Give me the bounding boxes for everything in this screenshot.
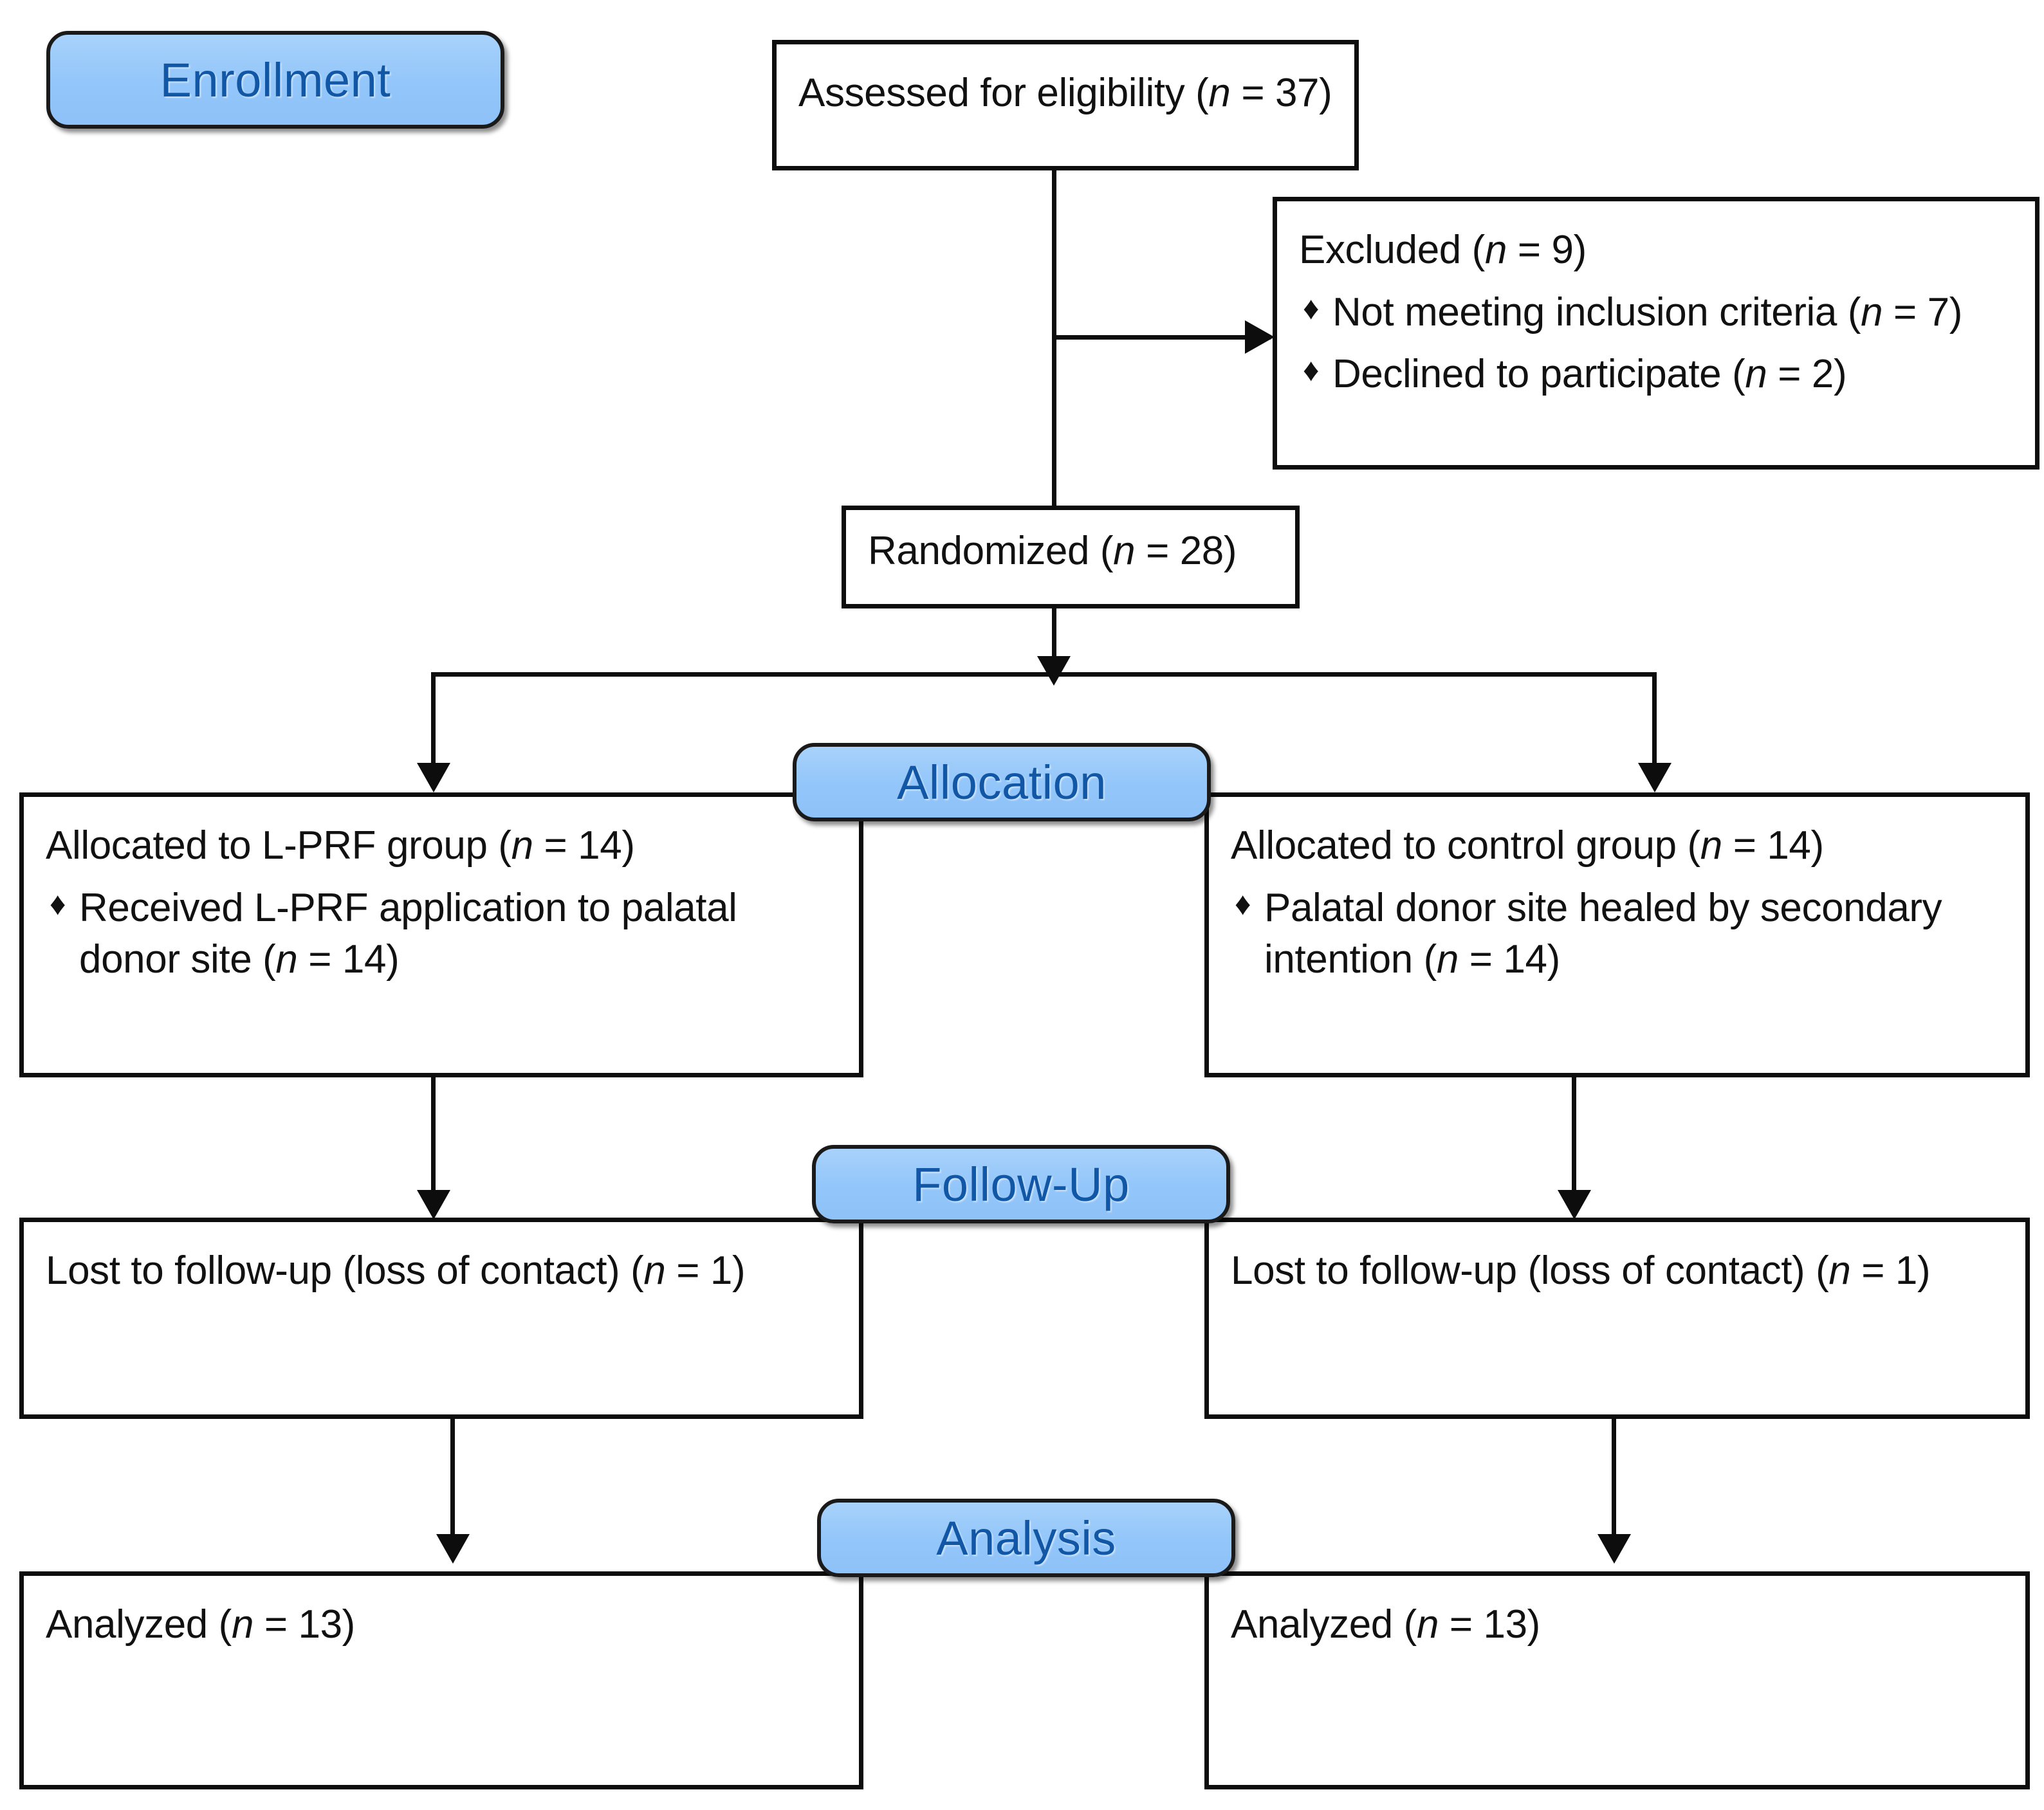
alloc-left-bullet-n-symbol: n [275,937,298,982]
box-randomized-body: Randomized (n = 28) [846,510,1295,578]
diamond-bullet-icon: ♦ [1235,885,1251,922]
analyzed-right-n-value: = 13) [1439,1602,1540,1647]
followup-right-n-value: = 1) [1850,1248,1931,1293]
excluded-heading: Excluded (n = 9) [1299,228,1587,272]
arrowhead-to-alloc-left [417,763,450,792]
excluded-n-value: = 9) [1507,228,1587,272]
analyzed-left-n-value: = 13) [253,1602,355,1647]
connector-followup-right-to-analysis [1612,1419,1616,1538]
analyzed-right-n-symbol: n [1416,1602,1439,1647]
arrowhead-to-excluded [1245,320,1275,354]
alloc-right-heading: Allocated to control group (n = 14) [1231,823,1824,868]
arrowhead-to-followup-right [1558,1190,1591,1220]
connector-split-right-arm [1652,672,1657,765]
connector-assessed-to-excluded [1052,335,1271,340]
alloc-right-bullet-n-symbol: n [1436,937,1459,982]
box-allocated-control-body: Allocated to control group (n = 14) ♦ Pa… [1209,797,2025,986]
alloc-right-bullet-text: Palatal donor site healed by secondary i… [1264,885,1942,982]
arrowhead-to-analyzed-right [1597,1534,1631,1564]
alloc-right-bullet-secondary-intention: ♦ Palatal donor site healed by secondary… [1231,882,1987,986]
arrowhead-to-analyzed-left [436,1534,470,1564]
alloc-right-n-symbol: n [1700,823,1722,868]
followup-right-n-symbol: n [1828,1248,1851,1293]
split-bar-allocation [431,672,1657,677]
box-allocated-lprf: Allocated to L-PRF group (n = 14) ♦ Rece… [19,792,863,1077]
diamond-bullet-icon: ♦ [1303,352,1320,389]
box-allocated-control: Allocated to control group (n = 14) ♦ Pa… [1204,792,2030,1077]
box-lost-left-body: Lost to follow-up (loss of contact) (n =… [24,1222,859,1297]
box-excluded-body: Excluded (n = 9) ♦ Not meeting inclusion… [1277,201,2035,401]
box-analyzed-left-body: Analyzed (n = 13) [24,1576,859,1651]
assessed-text: Assessed for eligibility (n = 37) [798,71,1332,115]
excluded-bullet-not-meeting-criteria: ♦ Not meeting inclusion criteria (n = 7) [1299,287,2016,339]
box-analyzed-left: Analyzed (n = 13) [19,1571,863,1789]
connector-split-left-arm [431,672,436,765]
followup-right-text: Lost to follow-up (loss of contact) (n =… [1231,1248,1931,1293]
arrowhead-randomized-split [1037,656,1071,686]
arrowhead-to-followup-left [417,1190,450,1220]
alloc-left-bullet-received-lprf: ♦ Received L-PRF application to palatal … [46,882,820,986]
alloc-left-heading: Allocated to L-PRF group (n = 14) [46,823,635,868]
diamond-bullet-icon: ♦ [1303,289,1320,326]
box-analyzed-right-body: Analyzed (n = 13) [1209,1576,2025,1651]
box-lost-to-followup-left: Lost to follow-up (loss of contact) (n =… [19,1218,863,1419]
stage-badge-enrollment-label: Enrollment [160,53,391,107]
box-assessed-body: Assessed for eligibility (n = 37) [777,44,1354,120]
randomized-n-symbol: n [1113,529,1136,573]
followup-left-n-symbol: n [643,1248,666,1293]
alloc-right-bullet-n-value: = 14) [1458,937,1560,982]
stage-badge-followup-label: Follow-Up [912,1157,1130,1211]
stage-badge-enrollment: Enrollment [46,31,504,129]
stage-badge-allocation-label: Allocation [897,755,1107,809]
box-lost-to-followup-right: Lost to follow-up (loss of contact) (n =… [1204,1218,2030,1419]
stage-badge-allocation: Allocation [793,743,1211,821]
box-randomized: Randomized (n = 28) [842,506,1300,608]
excluded-item-1-n-symbol: n [1745,352,1767,397]
assessed-n-value: = 37) [1230,71,1332,115]
excluded-item-0-n-symbol: n [1861,289,1883,334]
followup-left-text: Lost to follow-up (loss of contact) (n =… [46,1248,746,1293]
excluded-bullet-declined-to-participate: ♦ Declined to participate (n = 2) [1299,349,2016,401]
arrowhead-to-alloc-right [1638,763,1671,792]
excluded-n-symbol: n [1484,228,1507,272]
excluded-item-1-text: Declined to participate ( [1332,352,1745,397]
diamond-bullet-icon: ♦ [50,885,66,922]
stage-badge-followup: Follow-Up [812,1145,1230,1223]
excluded-item-1-n-value: = 2) [1767,352,1847,397]
analyzed-right-text: Analyzed (n = 13) [1231,1602,1540,1647]
connector-alloc-left-to-followup [431,1077,436,1193]
box-lost-right-body: Lost to follow-up (loss of contact) (n =… [1209,1222,2025,1297]
randomized-n-value: = 28) [1135,529,1237,573]
analyzed-left-text: Analyzed (n = 13) [46,1602,355,1647]
alloc-left-n-symbol: n [511,823,533,868]
alloc-left-bullet-text: Received L-PRF application to palatal do… [79,885,737,982]
alloc-left-bullet-n-value: = 14) [297,937,400,982]
box-excluded: Excluded (n = 9) ♦ Not meeting inclusion… [1273,197,2039,470]
connector-alloc-right-to-followup [1572,1077,1576,1193]
box-analyzed-right: Analyzed (n = 13) [1204,1571,2030,1789]
assessed-n-symbol: n [1208,71,1231,115]
stage-badge-analysis-label: Analysis [936,1511,1116,1565]
followup-left-n-value: = 1) [665,1248,746,1293]
excluded-item-0-n-value: = 7) [1883,289,1962,334]
stage-badge-analysis: Analysis [817,1499,1235,1577]
analyzed-left-n-symbol: n [231,1602,254,1647]
box-allocated-lprf-body: Allocated to L-PRF group (n = 14) ♦ Rece… [24,797,859,986]
randomized-text: Randomized (n = 28) [868,529,1237,573]
connector-randomized-down [1052,608,1056,676]
excluded-item-0-text: Not meeting inclusion criteria ( [1332,289,1861,334]
alloc-left-n-value: = 14) [533,823,635,868]
box-assessed-for-eligibility: Assessed for eligibility (n = 37) [772,40,1359,170]
alloc-right-n-value: = 14) [1722,823,1824,868]
connector-followup-left-to-analysis [450,1419,455,1538]
